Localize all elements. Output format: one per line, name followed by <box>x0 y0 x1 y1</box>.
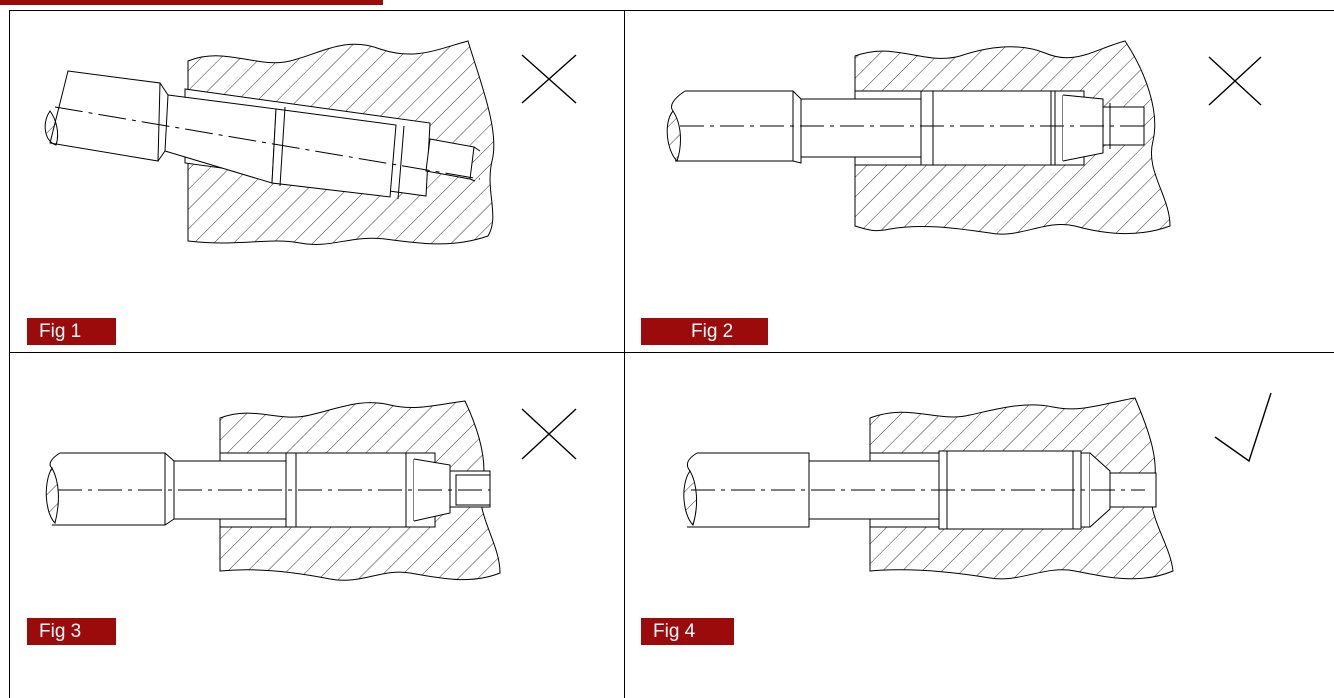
stud-thread <box>271 108 397 198</box>
figure-label: Fig 2 <box>641 318 768 345</box>
figure-panel-2: Fig 2 <box>624 10 1334 353</box>
figure-grid: Fig 1 <box>9 10 1334 698</box>
drawing-stud-correct <box>683 392 1272 580</box>
stud-break-hatch <box>683 470 698 526</box>
cross-icon <box>521 408 577 460</box>
figure-panel-4: Fig 4 <box>624 352 1334 698</box>
check-icon <box>1214 392 1272 463</box>
drawing-stud-short-thread <box>666 40 1262 235</box>
stud-break-hatch <box>666 110 681 162</box>
header-tab <box>0 0 383 5</box>
drawing-tilted-stud <box>44 40 577 246</box>
centerline <box>54 106 481 180</box>
stud-thread <box>920 90 1052 166</box>
cross-icon <box>521 54 577 104</box>
stud-break-hatch <box>45 466 59 524</box>
figure-label: Fig 4 <box>641 618 734 645</box>
figure-label: Fig 1 <box>27 318 116 345</box>
stud-left-section <box>49 70 161 162</box>
drawing-stud-bottomed <box>45 400 577 581</box>
cross-icon <box>1208 56 1262 106</box>
stud-body <box>800 98 922 158</box>
figure-panel-1: Fig 1 <box>9 10 625 353</box>
figure-label: Fig 3 <box>27 618 116 645</box>
stud-break-hatch <box>44 110 59 146</box>
figure-panel-3: Fig 3 <box>9 352 625 698</box>
